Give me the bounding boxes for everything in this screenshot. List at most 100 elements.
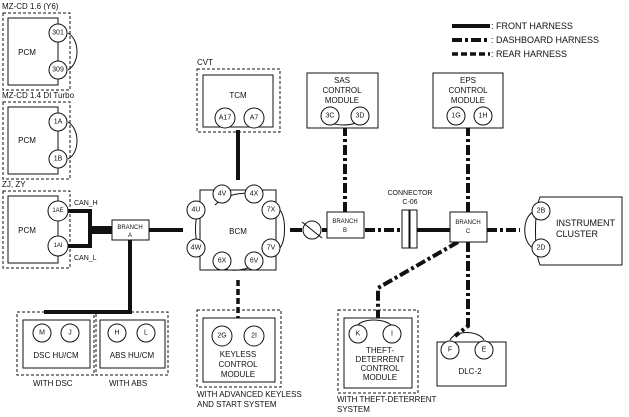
dashboard-harness-branch-c-theft <box>376 240 459 318</box>
abs-pin-l <box>136 323 156 343</box>
keyless-pin-label: 2I <box>251 333 257 340</box>
tcm-pin-label: A17 <box>219 115 232 122</box>
abs-group: ABS HU/CM H L WITH ABS <box>95 311 169 388</box>
pcm-pin-label: 1B <box>54 156 63 163</box>
instrument-pin-2d <box>531 238 551 258</box>
instrument-pin-2b <box>531 201 551 221</box>
tcm-pin-label: A7 <box>250 115 259 122</box>
bcm-group: BCM 4V 4X 4U 7X 4W 7V 6X 6V <box>186 184 285 271</box>
connector-c06: CONNECTOR C-06 <box>388 190 433 249</box>
keyless-pin-2i <box>243 325 265 347</box>
theft-caption2: SYSTEM <box>337 405 370 414</box>
dashboard-harness-branch-c-dlc <box>453 242 470 338</box>
sas-pin-3c <box>320 106 340 126</box>
bcm-pin-label: 7X <box>267 207 276 214</box>
branch-b: BRANCH B <box>326 211 365 239</box>
instrument-line1: INSTRUMENT <box>556 218 615 228</box>
dsc-caption: WITH DSC <box>33 379 73 388</box>
branch-b-line2: B <box>343 228 347 234</box>
eps-line2: CONTROL <box>448 86 488 95</box>
keyless-line3: MODULE <box>221 370 255 379</box>
bcm-pin-4w <box>186 238 206 258</box>
twisted-pair-slash <box>301 221 323 239</box>
theft-pin-label: I <box>391 331 393 338</box>
legend-dashboard-label: : DASHBOARD HARNESS <box>491 35 599 45</box>
eps-line3: MODULE <box>451 96 485 105</box>
front-harness-pcm-can-h <box>68 209 112 230</box>
connector-left-half <box>401 209 410 249</box>
pcm-option-frame <box>2 12 71 91</box>
legend-rear-label: : REAR HARNESS <box>491 49 567 59</box>
instrument-line2: CLUSTER <box>556 229 599 239</box>
pcm-pin-1a <box>48 112 68 132</box>
harness-lines <box>44 128 520 338</box>
theft-pin-label: K <box>356 331 361 338</box>
connector-line1: CONNECTOR <box>388 190 433 197</box>
branch-c-line1: BRANCH <box>455 220 480 226</box>
abs-pin-h <box>107 323 127 343</box>
bcm-pin-6v <box>244 251 264 271</box>
dlc-pin-label: E <box>482 347 487 354</box>
bcm-pin-label: 4U <box>192 207 201 214</box>
tcm-group: CVT TCM A17 A7 <box>196 58 281 133</box>
pcm-group-mzcd16: MZ-CD 1.6 (Y6) PCM 301 309 <box>2 2 78 91</box>
instrument-pin-label: 2B <box>537 208 546 215</box>
pcm-pin-309 <box>48 60 68 80</box>
abs-label: ABS HU/CM <box>110 351 155 360</box>
dsc-pin-label: M <box>39 330 45 337</box>
sas-pin-3d <box>350 106 370 126</box>
dsc-group: DSC HU/CM M J WITH DSC <box>16 311 95 388</box>
keyless-caption1: WITH ADVANCED KEYLESS <box>197 390 302 399</box>
abs-option-frame <box>95 311 169 376</box>
can-l-label: CAN_L <box>74 255 97 262</box>
sas-group: SAS CONTROL MODULE 3C 3D <box>306 72 379 129</box>
theft-line1: THEFT- <box>366 346 394 355</box>
bcm-pin-label: 4W <box>191 245 202 252</box>
pcm-caption: MZ-CD 1.6 (Y6) <box>2 2 59 11</box>
front-harness-pcm-can-l <box>68 230 112 248</box>
eps-pin-label: 1H <box>479 113 488 120</box>
pcm-group-zjzy: ZJ, ZY PCM 1AE 1AI CAN_H CAN_L <box>2 180 98 269</box>
branch-a-line1: BRANCH <box>117 225 142 231</box>
bcm-pin-4u <box>186 200 206 220</box>
pcm-caption: ZJ, ZY <box>2 180 26 189</box>
pcm-label: PCM <box>18 48 36 57</box>
connector-line2: C-06 <box>402 199 417 206</box>
abs-pin-label: H <box>114 330 119 337</box>
instrument-pin-label: 2D <box>537 245 546 252</box>
connector-right-half <box>409 209 418 249</box>
theft-pin-k <box>348 324 368 344</box>
pcm-pin-label: 1A <box>54 119 63 126</box>
pcm-pin-label: 1AI <box>53 243 62 249</box>
branch-a-box <box>111 219 150 241</box>
branch-b-line1: BRANCH <box>332 219 357 225</box>
branch-a: BRANCH A <box>111 219 150 241</box>
pcm-option-frame <box>2 101 71 180</box>
pcm-pin-label: 1AE <box>52 208 63 214</box>
pcm-pin-1b <box>48 149 68 169</box>
theft-deterrent-group: K I THEFT- DETERRENT CONTROL MODULE WITH… <box>337 309 437 414</box>
bcm-pin-7x <box>261 200 281 220</box>
bcm-pin-4v <box>212 184 232 204</box>
bcm-pin-6x <box>212 251 232 271</box>
legend: : FRONT HARNESS : DASHBOARD HARNESS : RE… <box>452 21 599 59</box>
branch-a-line2: A <box>128 233 132 239</box>
eps-line1: EPS <box>460 76 476 85</box>
dsc-label: DSC HU/CM <box>33 351 79 360</box>
dlc-group: F E DLC-2 <box>436 332 507 387</box>
legend-front-label: : FRONT HARNESS <box>491 21 573 31</box>
tcm-pin-a7 <box>243 107 265 129</box>
dlc-loop-wire <box>449 332 485 341</box>
branch-c: BRANCH C <box>449 211 488 243</box>
pcm-option-frame <box>2 190 71 269</box>
theft-line2: DETERRENT <box>356 355 405 364</box>
bcm-pin-label: 4V <box>218 191 227 198</box>
bcm-pin-label: 6X <box>218 258 227 265</box>
pcm-label: PCM <box>18 226 36 235</box>
eps-pin-label: 1G <box>451 113 460 120</box>
bcm-pin-7v <box>261 238 281 258</box>
sas-pin-label: 3C <box>326 113 335 120</box>
twisted-pair-symbol <box>301 220 323 240</box>
branch-c-box <box>449 211 488 243</box>
